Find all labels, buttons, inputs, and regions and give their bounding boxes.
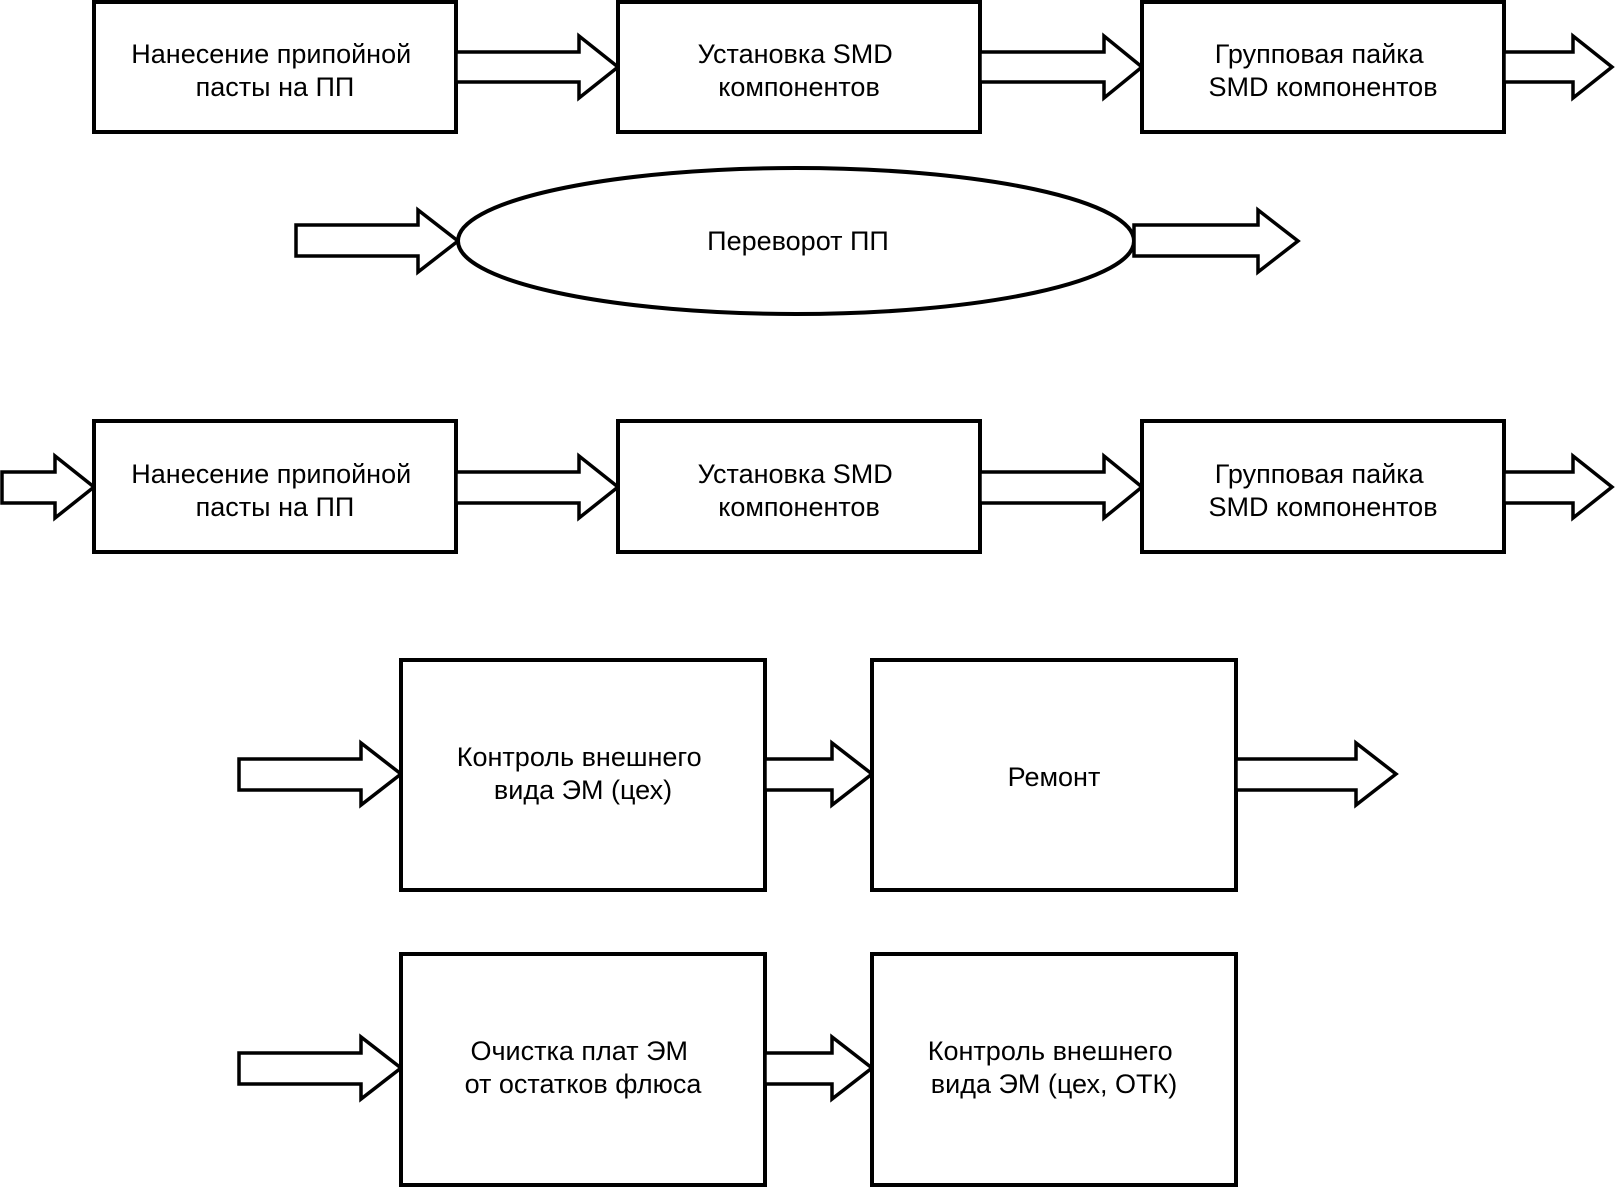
- step-label: Очистка плат ЭМ от остатков флюса: [465, 1036, 703, 1099]
- step-label: Групповая пайка SMD компонентов: [1208, 39, 1437, 102]
- arrow-right: [294, 206, 461, 276]
- step-label: Установка SMD компонентов: [698, 39, 901, 102]
- step-flux-cleaning: Очистка плат ЭМ от остатков флюса: [399, 952, 767, 1187]
- step-label: Ремонт: [1008, 762, 1101, 792]
- step-label: Переворот ПП: [707, 226, 889, 256]
- step-solder-paste-1: Нанесение припойной пасты на ПП: [92, 0, 458, 134]
- step-label: Контроль внешнего вида ЭМ (цех): [457, 742, 709, 805]
- arrow-right: [237, 1033, 404, 1103]
- step-group-soldering-1: Групповая пайка SMD компонентов: [1140, 0, 1506, 134]
- step-label: Групповая пайка SMD компонентов: [1208, 459, 1437, 522]
- arrow-right: [763, 1033, 875, 1103]
- arrow-right: [1234, 739, 1399, 809]
- arrow-right: [454, 452, 621, 522]
- arrow-right: [1502, 32, 1615, 102]
- arrow-right: [1502, 452, 1615, 522]
- arrow-right: [978, 452, 1145, 522]
- step-repair: Ремонт: [870, 658, 1238, 892]
- arrow-right: [454, 32, 621, 102]
- step-label: Нанесение припойной пасты на ПП: [131, 39, 418, 102]
- arrow-right: [237, 739, 404, 809]
- step-smd-mounting-2: Установка SMD компонентов: [616, 419, 982, 554]
- arrow-right: [1132, 206, 1301, 276]
- step-smd-mounting-1: Установка SMD компонентов: [616, 0, 982, 134]
- step-label: Нанесение припойной пасты на ПП: [131, 459, 418, 522]
- arrow-right: [763, 739, 875, 809]
- arrow-right: [978, 32, 1145, 102]
- step-visual-inspection-qc: Контроль внешнего вида ЭМ (цех, ОТК): [870, 952, 1238, 1187]
- step-label: Установка SMD компонентов: [698, 459, 901, 522]
- arrow-right: [0, 452, 97, 522]
- step-board-flip: Переворот ПП: [456, 166, 1136, 316]
- step-group-soldering-2: Групповая пайка SMD компонентов: [1140, 419, 1506, 554]
- step-solder-paste-2: Нанесение припойной пасты на ПП: [92, 419, 458, 554]
- step-visual-inspection-shop: Контроль внешнего вида ЭМ (цех): [399, 658, 767, 892]
- step-label: Контроль внешнего вида ЭМ (цех, ОТК): [928, 1036, 1180, 1099]
